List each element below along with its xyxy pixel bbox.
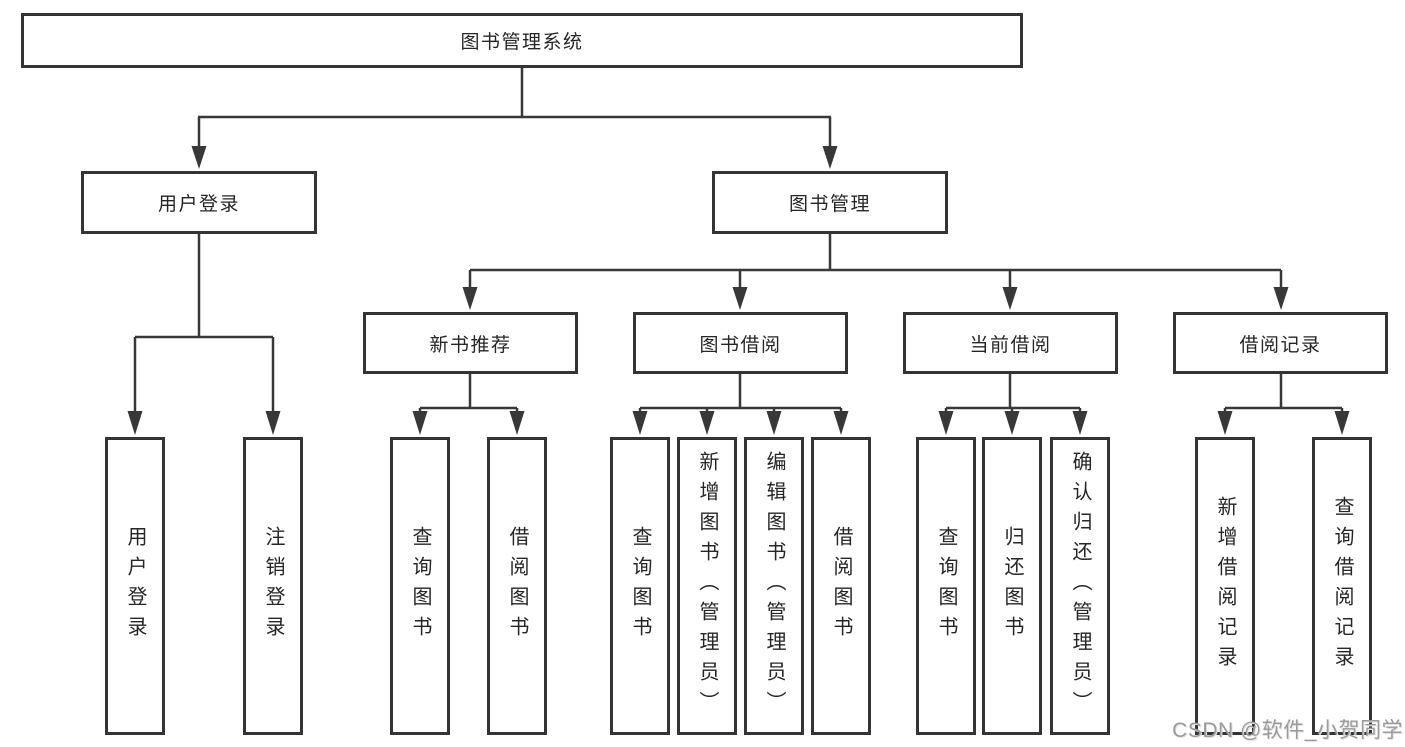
- node-label: 图书借阅: [699, 334, 782, 356]
- leaf-label: 新增借阅记录: [1214, 496, 1236, 676]
- leaf-query-books-current: 查询图书: [916, 437, 976, 735]
- leaf-user-login: 用户登录: [105, 437, 165, 735]
- leaf-query-books-borrow: 查询图书: [610, 437, 670, 735]
- leaf-label: 借阅图书: [506, 526, 528, 646]
- leaf-add-borrow-record: 新增借阅记录: [1195, 437, 1255, 735]
- leaf-add-books-admin: 新增图书（管理员）: [677, 437, 737, 735]
- arrowhead-icons: [127, 146, 1350, 435]
- leaf-label: 借阅图书: [830, 526, 852, 646]
- leaf-query-books-recommend: 查询图书: [390, 437, 450, 735]
- leaf-query-borrow-record: 查询借阅记录: [1312, 437, 1372, 735]
- leaf-label: 用户登录: [124, 526, 146, 646]
- leaf-label: 查询借阅记录: [1331, 496, 1353, 676]
- node-label: 图书管理: [788, 194, 871, 215]
- node-book-borrow: 图书借阅: [633, 312, 848, 374]
- leaf-label: 归还图书: [1001, 526, 1023, 646]
- leaf-borrow-books: 借阅图书: [811, 437, 871, 735]
- leaf-label: 查询图书: [629, 526, 651, 646]
- node-current-borrow: 当前借阅: [903, 312, 1118, 374]
- leaf-confirm-return-admin: 确认归还（管理员）: [1050, 437, 1110, 735]
- node-root-system: 图书管理系统: [21, 13, 1023, 68]
- leaf-label: 注销登录: [262, 526, 284, 646]
- leaf-label: 编辑图书（管理员）: [763, 451, 785, 721]
- leaf-label: 查询图书: [409, 526, 431, 646]
- leaf-label: 新增图书（管理员）: [696, 451, 718, 721]
- node-book-management: 图书管理: [712, 171, 948, 234]
- node-borrow-records: 借阅记录: [1173, 312, 1388, 374]
- node-new-book-recommend: 新书推荐: [363, 312, 578, 374]
- leaf-label: 查询图书: [935, 526, 957, 646]
- leaf-label: 确认归还（管理员）: [1069, 451, 1091, 721]
- node-user-login: 用户登录: [81, 171, 317, 234]
- node-label: 新书推荐: [429, 334, 512, 356]
- node-label: 图书管理系统: [460, 32, 584, 53]
- node-label: 借阅记录: [1239, 334, 1322, 356]
- leaf-borrow-books-recommend: 借阅图书: [487, 437, 547, 735]
- csdn-watermark: CSDN @软件_小贺同学: [1172, 719, 1403, 742]
- node-label: 当前借阅: [969, 334, 1052, 356]
- leaf-edit-books-admin: 编辑图书（管理员）: [744, 437, 804, 735]
- leaf-return-books: 归还图书: [982, 437, 1042, 735]
- leaf-logout: 注销登录: [243, 437, 303, 735]
- node-label: 用户登录: [157, 194, 240, 215]
